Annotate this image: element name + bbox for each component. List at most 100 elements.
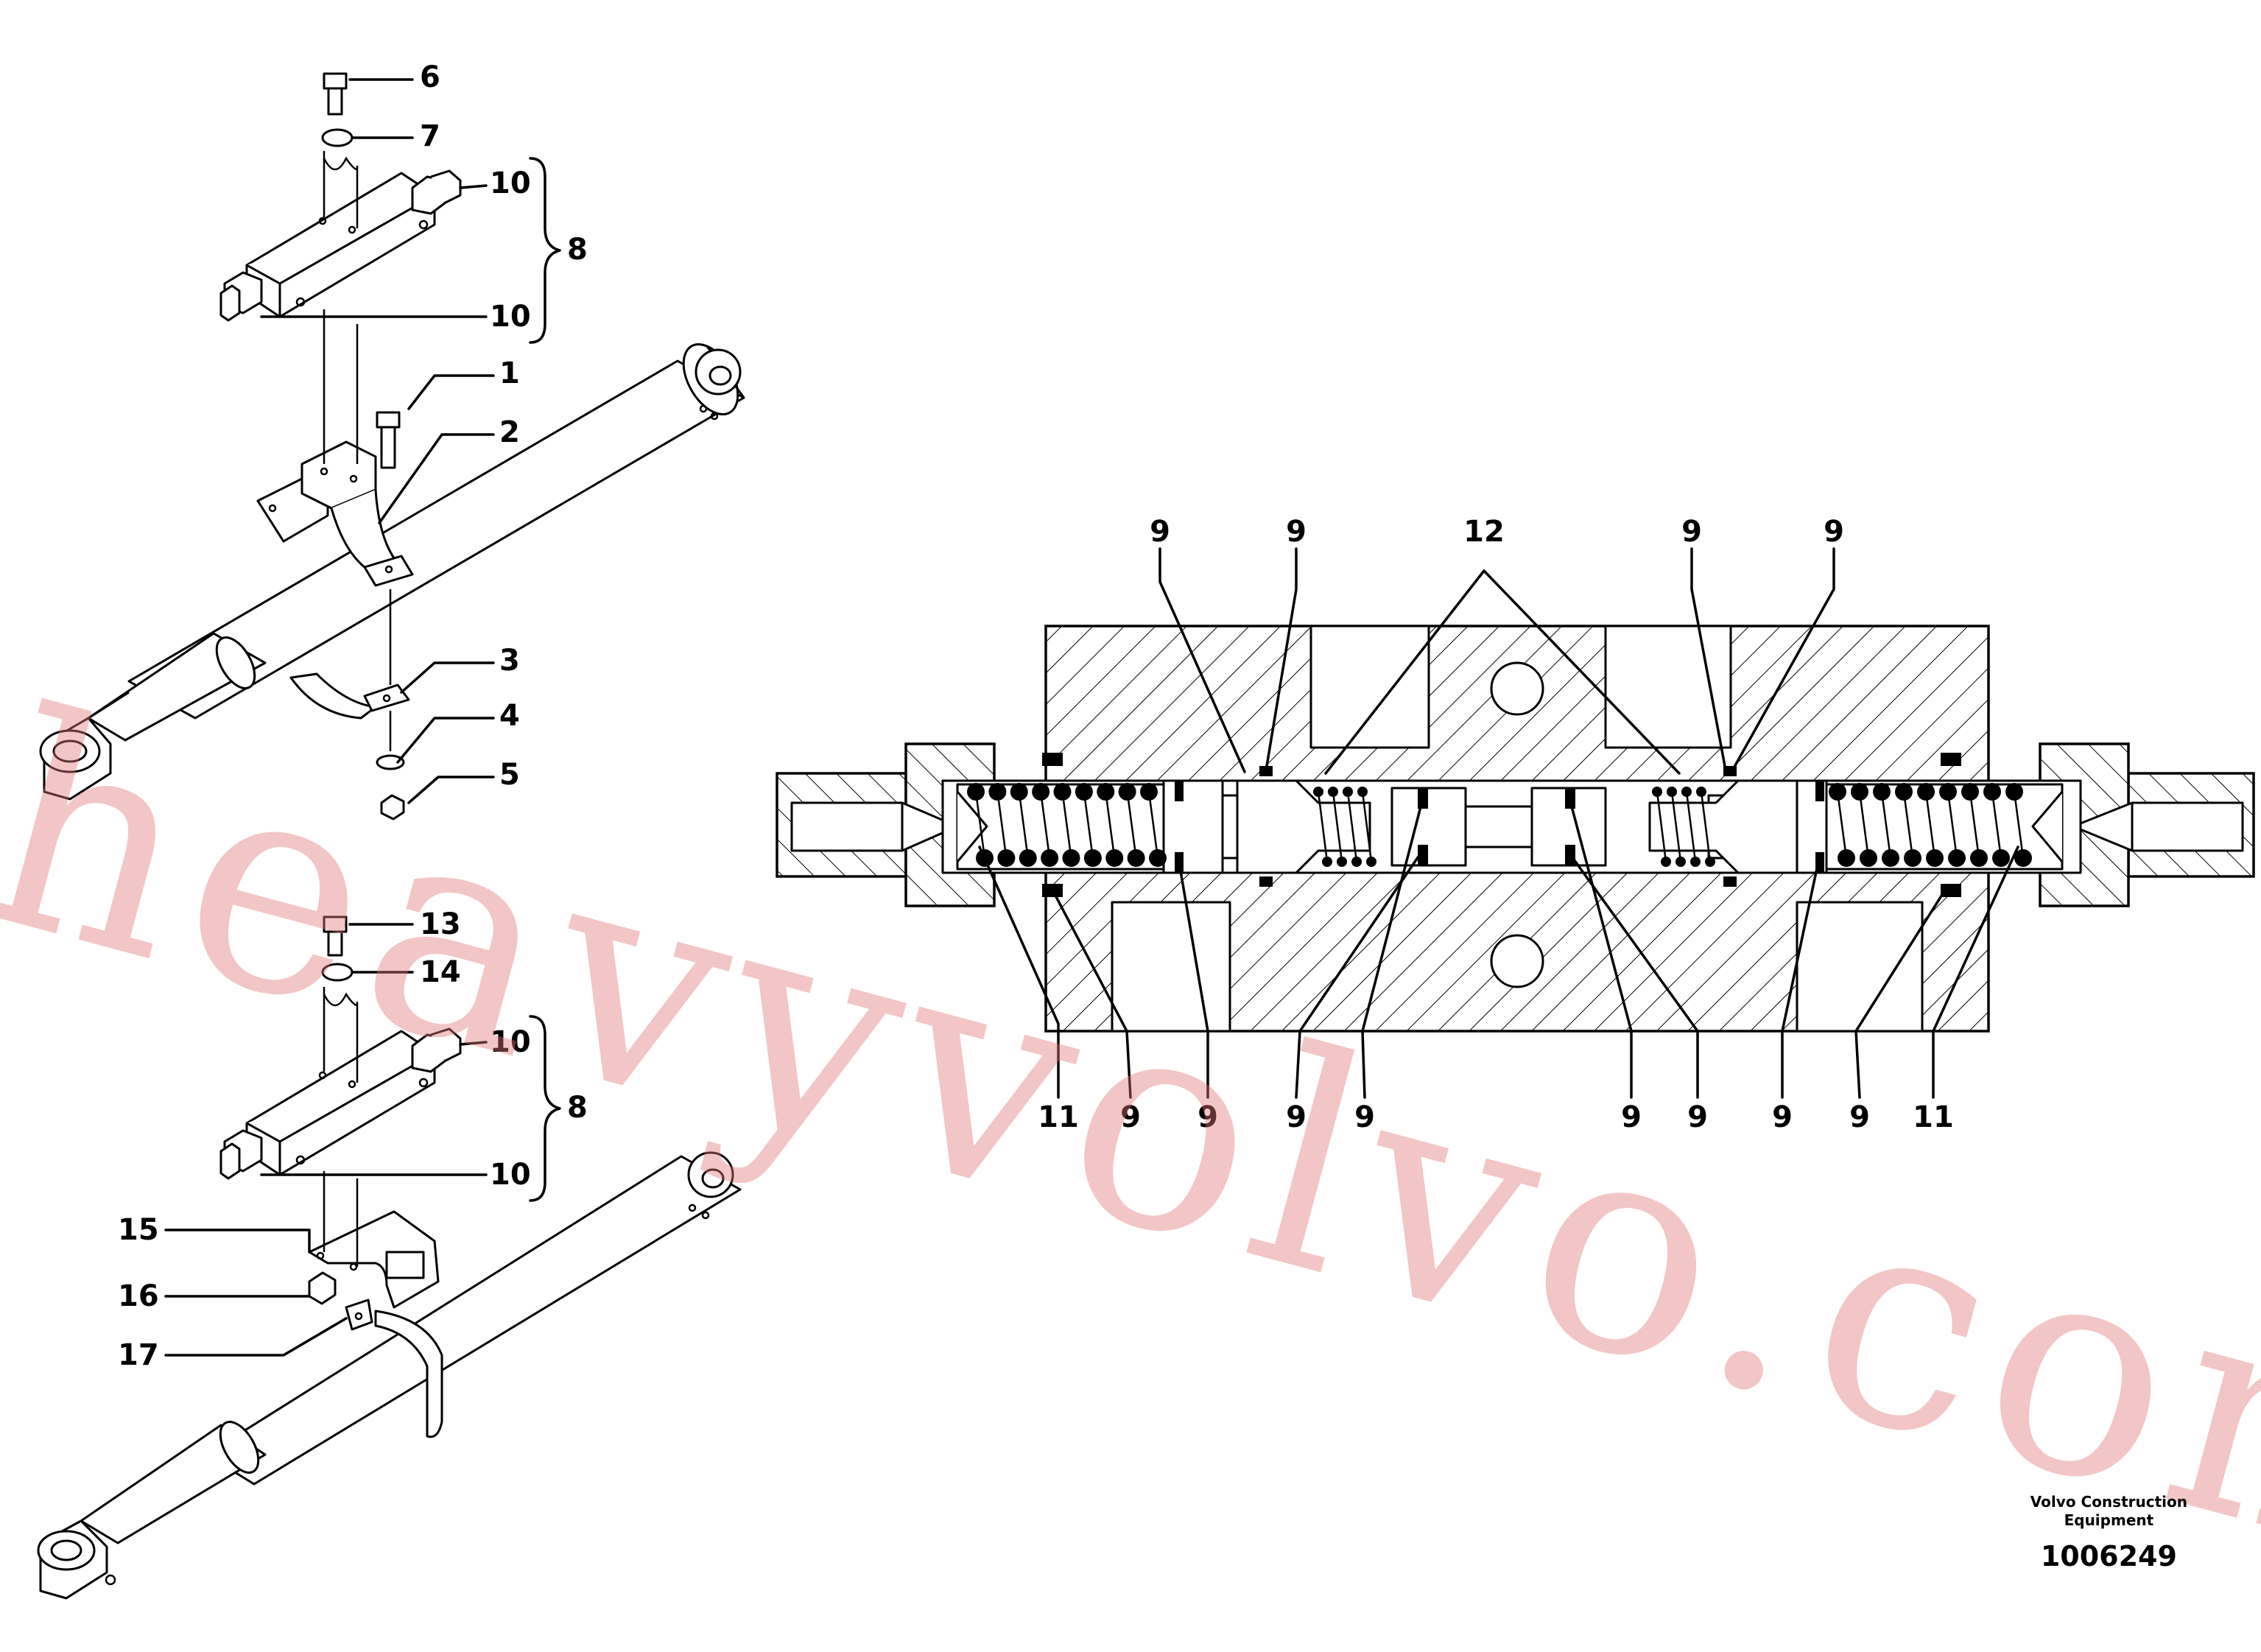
spring-wire: [1346, 791, 1358, 862]
spring-coil: [1041, 849, 1059, 867]
spring-wire: [1969, 791, 1980, 859]
spring-coil: [1127, 849, 1145, 867]
brand-name-line2: Equipment: [2064, 1511, 2154, 1529]
bolt-6: [323, 72, 348, 116]
bolt-1: [376, 411, 401, 469]
spring-coil: [1337, 857, 1347, 867]
spring-wire: [1317, 791, 1329, 862]
spring-coil: [1351, 857, 1362, 867]
callout-9: 9: [1621, 1100, 1642, 1134]
callout-3: 3: [499, 644, 520, 678]
spring-coil: [1322, 857, 1332, 867]
spring-coil: [1882, 849, 1899, 867]
spring-wire: [1332, 791, 1343, 862]
spring-coil: [1105, 849, 1124, 867]
callout-5: 5: [499, 758, 520, 792]
callout-4: 4: [499, 699, 520, 733]
spring-coil: [1904, 849, 1921, 867]
callout-9: 9: [1772, 1100, 1793, 1134]
spring-wire: [1858, 791, 1870, 859]
callout-15: 15: [118, 1213, 159, 1247]
nut-5: [380, 794, 405, 820]
spring-wire: [1083, 791, 1094, 859]
spring-wire: [1039, 791, 1051, 859]
spring-wire: [1126, 791, 1137, 859]
callout-9: 9: [1354, 1100, 1375, 1134]
callout-2: 2: [499, 415, 520, 449]
spring-wire: [1924, 791, 1936, 859]
callout-9: 9: [1120, 1100, 1141, 1134]
brand-name-line1: Volvo Construction: [2030, 1493, 2187, 1511]
valve-block-upper: [219, 169, 462, 322]
spring-wire: [974, 791, 986, 859]
spring-coil: [1948, 849, 1966, 867]
spring-wire: [1018, 791, 1029, 859]
callout-9: 9: [1150, 515, 1170, 549]
callout-9: 9: [1198, 1100, 1218, 1134]
callout-17: 17: [118, 1338, 159, 1372]
bracket-15: [308, 1210, 440, 1309]
spring-wire: [1947, 791, 1958, 859]
callout-10: 10: [490, 166, 531, 200]
callout-9: 9: [1824, 515, 1844, 549]
spring-coil: [1019, 849, 1037, 867]
callout-1: 1: [499, 356, 520, 390]
spring-coil: [1661, 857, 1671, 867]
callout-13: 13: [420, 907, 461, 941]
spring-wire: [1902, 791, 1914, 859]
section-bottom-callouts: 11 9 9 9 9 9 9 9 9 11: [1038, 1100, 1954, 1134]
callout-12: 12: [1463, 515, 1505, 549]
spring-mid-right: [1652, 787, 1715, 867]
lower-leaders: [164, 923, 561, 1357]
spring-coil: [2014, 849, 2032, 867]
spring-wire: [1105, 791, 1116, 859]
band-clamp: [345, 1298, 443, 1438]
spring-wire: [1836, 791, 1848, 859]
section-top-callouts: 9 9 12 9 9: [1150, 515, 1844, 549]
spring-coil: [1149, 849, 1167, 867]
spring-coil: [1992, 849, 2010, 867]
valve-block-lower: [219, 1027, 462, 1180]
spring-coil: [997, 849, 1016, 867]
spring-wire: [996, 791, 1008, 859]
lower-clamp: [289, 672, 410, 720]
drawing-number: 1006249: [2040, 1540, 2177, 1572]
hydraulic-cylinder-upper: [39, 343, 745, 801]
callout-10: 10: [490, 300, 531, 334]
spring-coil: [1062, 849, 1080, 867]
washer-14: [321, 963, 354, 982]
spring-wire: [1061, 791, 1072, 859]
left-callouts: 6 7 10 8 10 1 2 3 4 5 13 14 10 8 10 15 1…: [118, 60, 588, 1372]
lower-assembly: [37, 915, 742, 1600]
spring-coil: [1970, 849, 1988, 867]
callout-9: 9: [1687, 1100, 1708, 1134]
spring-right: [1829, 783, 2032, 867]
callout-16: 16: [118, 1279, 159, 1313]
spring-mid-left: [1313, 787, 1376, 867]
hydraulic-cylinder-lower: [37, 1151, 742, 1600]
spring-wire: [1991, 791, 2002, 859]
spring-wire: [1880, 791, 1892, 859]
callout-9: 9: [1286, 1100, 1307, 1134]
spring-wire: [1147, 791, 1159, 859]
upper-assembly: [39, 72, 745, 820]
spring-wire: [1656, 791, 1667, 862]
washer-4: [376, 754, 405, 770]
callout-8: 8: [567, 233, 588, 267]
callout-11: 11: [1913, 1100, 1954, 1134]
callout-14: 14: [420, 955, 461, 989]
spring-coil: [1366, 857, 1376, 867]
spring-left: [967, 783, 1167, 867]
callout-9: 9: [1849, 1100, 1870, 1134]
callout-8: 8: [567, 1091, 588, 1125]
spring-coil: [1690, 857, 1701, 867]
callout-10: 10: [490, 1158, 531, 1192]
callout-10: 10: [490, 1025, 531, 1059]
spring-coil: [1860, 849, 1877, 867]
callout-6: 6: [420, 60, 440, 94]
callout-9: 9: [1681, 515, 1702, 549]
spring-coil: [1675, 857, 1686, 867]
valve-cross-section: [776, 547, 2255, 1099]
spring-coil: [1926, 849, 1944, 867]
brand-block: Volvo Construction Equipment 1006249: [2030, 1493, 2187, 1572]
